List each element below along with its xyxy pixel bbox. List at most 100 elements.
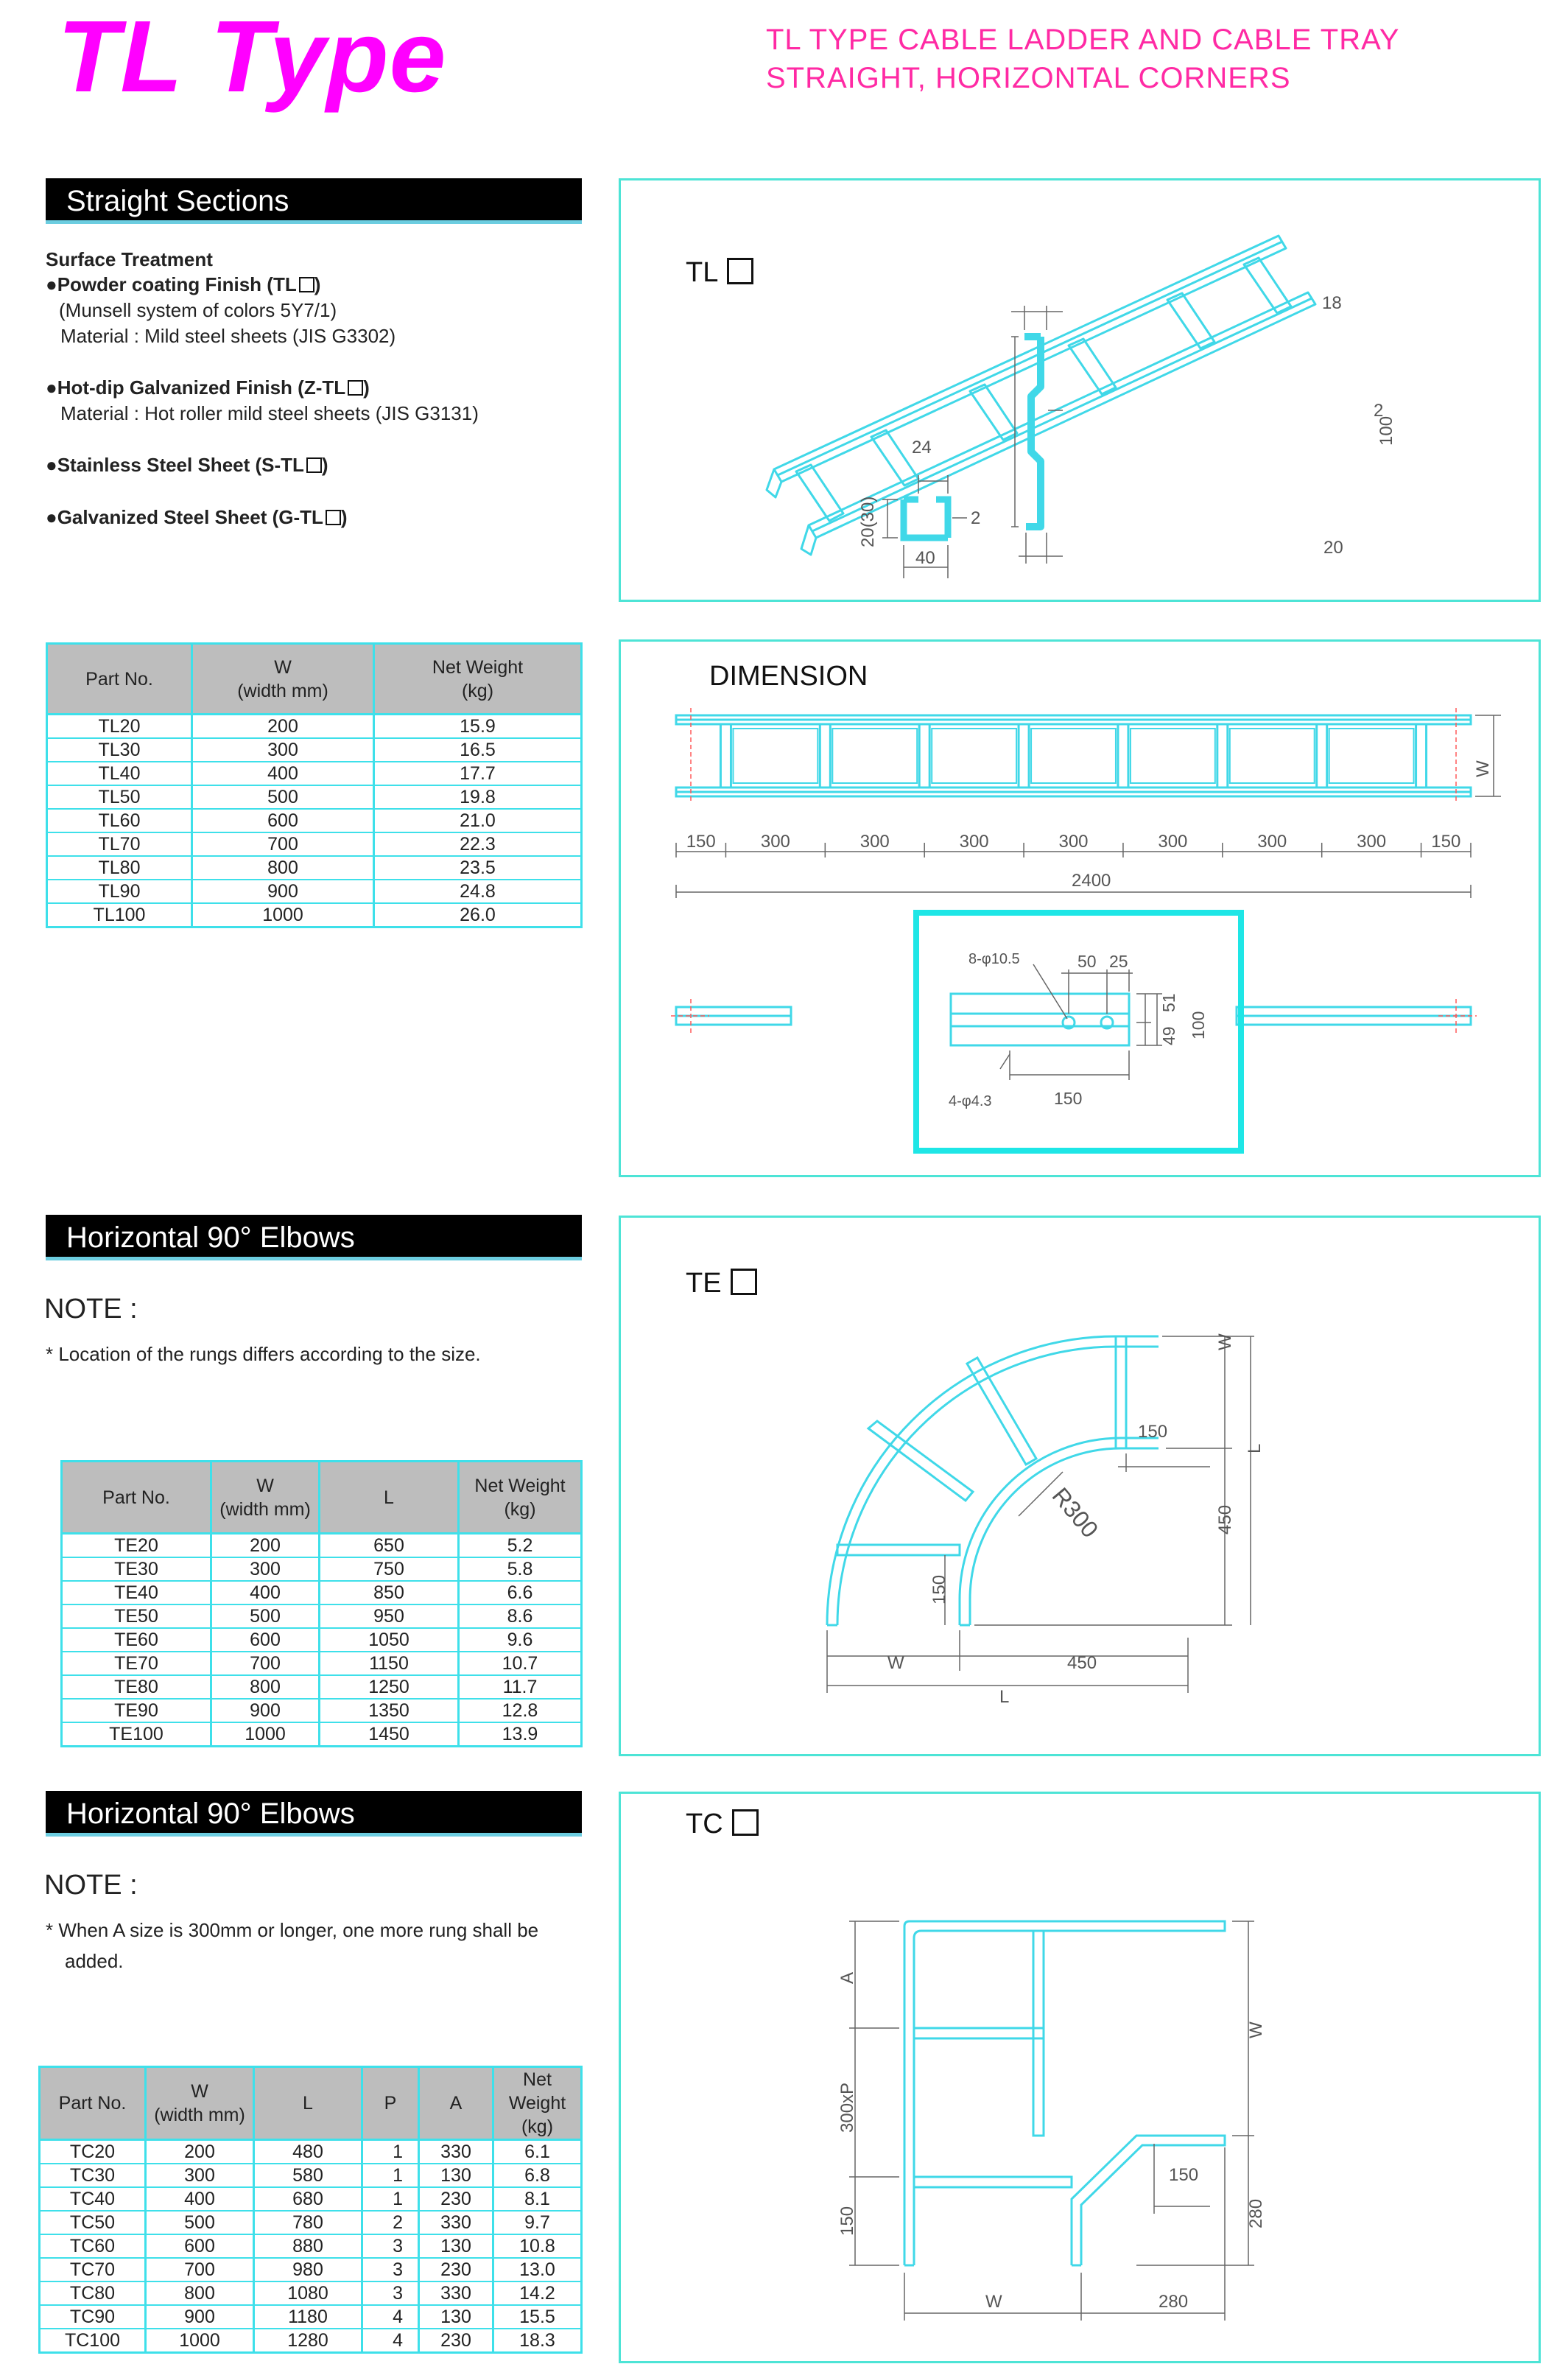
span-label: 150 [686,832,716,852]
tc-table-cell: 330 [418,2211,494,2235]
material-2-text: Material : Hot roller mild steel sheets … [60,402,479,424]
tc-table-cell: 580 [253,2164,363,2188]
tc-table-cell: 1 [361,2187,420,2212]
te-table-cell: TE40 [60,1581,212,1605]
te-table-cell: 1050 [318,1628,460,1652]
tl-table-cell: 15.9 [373,714,583,739]
tl-table-cell: 900 [191,880,375,904]
dim-100: 100 [1377,416,1396,446]
tc-table-cell: 400 [144,2187,255,2212]
tl-table-cell: TL30 [46,738,193,762]
tl-table-cell: 800 [191,856,375,880]
te-table-cell: 750 [318,1557,460,1582]
stainless-close: ) [321,454,328,476]
tc-table-cell: 3 [361,2281,420,2306]
dim-40: 40 [915,548,935,568]
te-table-cell: 1250 [318,1675,460,1700]
tc-table-cell: 230 [418,2258,494,2282]
tc-table-cell: 200 [144,2139,255,2164]
powder-label: ●Powder coating Finish (TL [46,273,297,295]
tl-table-cell: 22.3 [373,832,583,857]
elbows-note-text: * Location of the rungs differs accordin… [46,1343,481,1365]
tl-label: TL [686,257,754,289]
tc-table-cell: TC70 [38,2258,147,2282]
te-table-cell: TE90 [60,1699,212,1723]
te-450-bottom: 450 [1067,1653,1097,1673]
tl-table-cell: 16.5 [373,738,583,762]
tc-table-cell: TC30 [38,2164,147,2188]
te-table-cell: 1150 [318,1652,460,1676]
galv-label: ●Galvanized Steel Sheet (G-TL [46,506,323,528]
span-label: 150 [1431,832,1460,852]
tc-280-side: 280 [1246,2199,1266,2228]
ladder-rung [1017,723,1030,789]
dim-total-2400: 2400 [1072,871,1111,891]
ladder-rung [818,723,832,789]
tc-table-cell: TC50 [38,2211,147,2235]
tc-table-cell: 800 [144,2281,255,2306]
te-table-cell: 1450 [318,1722,460,1747]
tl-table-cell: TL50 [46,785,193,810]
te-label: TE [686,1268,757,1300]
te-table-cell: 800 [210,1675,320,1700]
tc-table-cell: 480 [253,2139,363,2164]
te-table-cell: 12.8 [457,1699,583,1723]
tc-table-cell: 4 [361,2305,420,2329]
te-table-cell: TE80 [60,1675,212,1700]
tc-table-cell: 3 [361,2258,420,2282]
tl-table-cell: 1000 [191,903,375,928]
blank-box-icon [348,380,364,396]
te-table-cell: 6.6 [457,1581,583,1605]
tc-table-cell: 10.8 [492,2234,583,2259]
te-table-cell: 900 [210,1699,320,1723]
blank-box-icon [727,258,754,284]
tc-table-cell: 1280 [253,2329,363,2354]
tc-table-cell: 1 [361,2164,420,2188]
stainless-label: ●Stainless Steel Sheet (S-TL [46,454,304,476]
tl-table-cell: TL80 [46,856,193,880]
tl-table-cell: TL40 [46,762,193,786]
te-table-cell: 700 [210,1652,320,1676]
dim-24: 24 [912,438,932,457]
tc-table-cell: 980 [253,2258,363,2282]
col-net-weight: Net Weight(kg) [457,1460,583,1535]
subtitle-line-2: STRAIGHT, HORIZONTAL CORNERS [766,62,1291,94]
tc-w-side: W [1246,2021,1266,2038]
dim-w: W [1473,760,1493,777]
te-radius: R300 [1047,1482,1104,1543]
tc-table-cell: 1080 [253,2281,363,2306]
te-150-top: 150 [1138,1422,1167,1442]
tc-table-cell: 130 [418,2164,494,2188]
corners-note-line-1: * When A size is 300mm or longer, one mo… [46,1919,539,1941]
tl-table-cell: 23.5 [373,856,583,880]
te-table-cell: 13.9 [457,1722,583,1747]
ladder-rung [1415,723,1428,789]
te-table-cell: TE50 [60,1604,212,1629]
tc-table-cell: TC90 [38,2305,147,2329]
te-table-cell: 1350 [318,1699,460,1723]
span-label: 300 [860,832,890,852]
blank-box-icon [306,457,322,473]
dimension-title: DIMENSION [709,661,868,692]
te-table-cell: 650 [318,1533,460,1558]
dim-20: 20 [1323,538,1343,558]
span-label: 300 [761,832,790,852]
tc-w-bottom: W [985,2292,1002,2312]
tc-table-cell: 8.1 [492,2187,583,2212]
tc-table-cell: 1 [361,2139,420,2164]
tl-ladder-drawing: 24 2 40 20(30) 18 2 20 100 [765,234,1396,578]
corners-heading: Horizontal 90° Elbows [46,1791,582,1837]
tl-table-cell: TL100 [46,903,193,928]
te-table-cell: 300 [210,1557,320,1582]
